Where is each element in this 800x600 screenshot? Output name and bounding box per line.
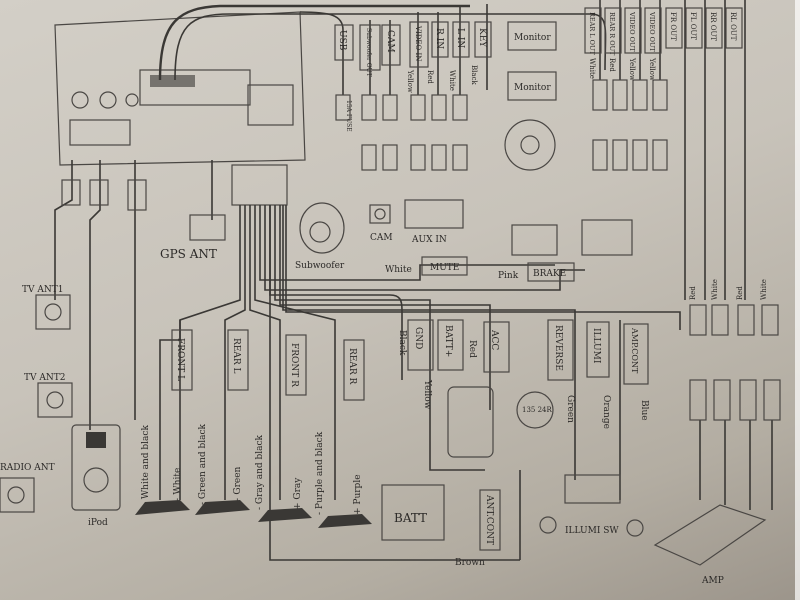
power-section: Black GND BATT+ Red ACC Yellow BATT ANT.… bbox=[381, 319, 510, 568]
label-amp-cont: AMP.CONT bbox=[630, 327, 639, 374]
label-mute: MUTE bbox=[430, 263, 459, 273]
wire-label-pink: Pink bbox=[498, 271, 519, 281]
wire-label: - Purple and black bbox=[315, 431, 325, 515]
label-gnd: GND bbox=[413, 327, 423, 349]
wire-label-yellow: Yellow bbox=[422, 379, 432, 410]
label-cam: CAM bbox=[385, 30, 395, 53]
top-input-connectors: USB Subwoofer OUT CAM VIDEO IN R IN L IN… bbox=[299, 4, 492, 171]
wire-label: White bbox=[588, 58, 596, 79]
wire-label-orange: Orange bbox=[601, 395, 611, 429]
wire-label: - Green and black bbox=[198, 423, 208, 505]
wire-label: + Gray bbox=[293, 477, 303, 510]
label-illumi: ILLUMI bbox=[591, 328, 601, 364]
speakers: FRONT L REAR L FRONT R REAR R - White an… bbox=[135, 320, 372, 528]
wire-label: + Green bbox=[233, 466, 243, 505]
label-rl-out: RL OUT bbox=[729, 12, 737, 41]
label-video-out: VIDEO OUT bbox=[648, 11, 656, 52]
wire-label: White bbox=[711, 279, 719, 300]
wire-label: Red bbox=[608, 58, 616, 72]
label-fl-out: FL OUT bbox=[689, 12, 697, 40]
wire-label: White bbox=[448, 70, 456, 91]
wire-label: - White and black bbox=[141, 425, 151, 505]
label-cam-device: CAM bbox=[370, 233, 393, 243]
label-r-in: R IN bbox=[434, 28, 444, 49]
label-key: KEY bbox=[477, 28, 487, 48]
wire-label: Yellow bbox=[628, 57, 636, 81]
monitor-label: Monitor bbox=[514, 83, 551, 93]
label-illumi-sw: ILLUMI SW bbox=[565, 526, 619, 536]
label-subwoofer-out: Subwoofer OUT bbox=[365, 28, 372, 77]
label-rear-l-out: REAR L OUT bbox=[588, 12, 596, 55]
wire-label: Black bbox=[470, 65, 478, 85]
wire-label: Red bbox=[426, 70, 434, 84]
fuse-label: 15A FUSE bbox=[345, 100, 352, 132]
label-reverse: REVERSE bbox=[553, 325, 563, 371]
label-rear-r-out: REAR R OUT bbox=[608, 12, 616, 56]
label-video-out: VIDEO OUT bbox=[628, 11, 636, 52]
label-tv-ant1: TV ANT1 bbox=[22, 285, 63, 295]
label-rear-l: REAR L bbox=[231, 338, 241, 373]
label-ipod: iPod bbox=[88, 518, 108, 528]
label-gps-ant: GPS ANT bbox=[160, 247, 217, 261]
wire-label: White bbox=[760, 279, 768, 300]
wire-label: + White bbox=[173, 468, 183, 505]
label-batt-plus: BATT+ bbox=[443, 325, 453, 357]
label-aux-in: AUX IN bbox=[411, 235, 447, 245]
wire-label: Red bbox=[689, 286, 697, 300]
monitors: Monitor Monitor bbox=[504, 21, 557, 171]
wire-label-white: White bbox=[385, 265, 412, 275]
label-front-r: FRONT R bbox=[289, 343, 299, 387]
label-brake: BRAKE bbox=[533, 269, 566, 279]
monitor-label: Monitor bbox=[514, 33, 551, 43]
wire-label-brown: Brown bbox=[455, 558, 485, 568]
label-tv-ant2: TV ANT2 bbox=[24, 373, 65, 383]
antennas: TV ANT1 TV ANT2 RADIO ANT iPod GPS ANT bbox=[0, 160, 226, 528]
wire-label-red: Red bbox=[467, 340, 477, 358]
wire-label: Red bbox=[736, 286, 744, 300]
controls-section: REVERSE Green ILLUMI Orange AMP.CONT Blu… bbox=[516, 319, 649, 537]
label-fr-out: FR OUT bbox=[669, 12, 677, 41]
mute-brake: White MUTE Pink BRAKE bbox=[385, 219, 633, 282]
wire-label-blue: Blue bbox=[639, 400, 649, 421]
wire-label-black: Black bbox=[397, 330, 407, 356]
gear-shift-label: 135 24R bbox=[522, 406, 552, 414]
label-usb: USB bbox=[337, 30, 347, 51]
label-rr-out: RR OUT bbox=[709, 12, 717, 41]
label-acc: ACC bbox=[489, 329, 499, 350]
label-rear-r: REAR R bbox=[347, 348, 357, 384]
label-l-in: L IN bbox=[455, 28, 465, 48]
harness-wires bbox=[179, 205, 681, 561]
wire-label-green: Green bbox=[565, 395, 575, 423]
label-subwoofer: Subwoofer bbox=[295, 261, 345, 271]
amplifier: Red White Red White AMP bbox=[653, 279, 781, 586]
devices: Subwoofer CAM AUX IN bbox=[295, 199, 464, 271]
label-ant-cont: ANT.CONT bbox=[484, 494, 494, 545]
harness-connector bbox=[231, 164, 288, 206]
wire-label: - Gray and black bbox=[255, 434, 265, 510]
label-front-l: FRONT L bbox=[175, 338, 185, 381]
top-output-connectors: REAR L OUT REAR R OUT VIDEO OUT VIDEO OU… bbox=[584, 0, 746, 300]
wire-label: Yellow bbox=[648, 57, 656, 81]
wire-label: + Purple bbox=[353, 474, 363, 515]
label-amp: AMP bbox=[701, 576, 724, 586]
wire-label: Yellow bbox=[406, 69, 414, 93]
head-unit bbox=[54, 11, 306, 166]
label-video-in: VIDEO IN bbox=[414, 25, 422, 61]
label-batt: BATT bbox=[394, 511, 427, 525]
label-radio-ant: RADIO ANT bbox=[0, 463, 55, 473]
